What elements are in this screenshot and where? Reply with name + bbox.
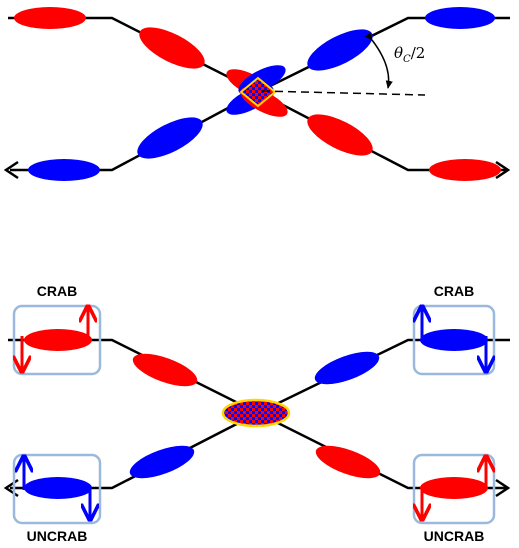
- bunch-blue: [137, 117, 203, 159]
- bunch-blue: [24, 477, 92, 499]
- crab-cavity-left: CRAB: [12, 283, 102, 376]
- overlap-region: [239, 76, 277, 108]
- bunch-red: [315, 445, 381, 479]
- bunch-blue: [28, 159, 100, 181]
- bunch-red: [24, 329, 92, 351]
- bunch-blue: [314, 351, 380, 385]
- crossing-angle-label: θC/2: [394, 44, 425, 65]
- bunch-red: [307, 114, 373, 156]
- crab-label-right: CRAB: [434, 283, 474, 299]
- bunch-red: [132, 353, 198, 387]
- crossing-angle-arc: [364, 32, 393, 89]
- crab-label-left: CRAB: [37, 283, 77, 299]
- cavity-box: [12, 453, 102, 525]
- left-arrowhead-top: [3, 160, 19, 180]
- crab-cavity-right: CRAB: [412, 283, 496, 376]
- bottom-diagram: CRAB CRAB UNCRAB UNCRAB: [3, 283, 511, 544]
- bunch-blue: [307, 29, 373, 71]
- bunch-blue: [129, 445, 195, 479]
- uncrab-cavity-right: UNCRAB: [412, 453, 496, 544]
- bunch-red: [14, 7, 86, 29]
- bunch-blue: [425, 7, 495, 29]
- cavity-box: [412, 453, 496, 525]
- reference-axis-dashed: [261, 90, 426, 96]
- right-arrowhead-top: [495, 160, 511, 180]
- bunch-blue: [420, 329, 488, 351]
- bunch-red: [139, 27, 205, 69]
- bunch-red: [420, 477, 488, 499]
- uncrab-cavity-left: UNCRAB: [12, 453, 102, 544]
- uncrab-label-right: UNCRAB: [424, 528, 485, 544]
- cavity-box: [12, 304, 102, 376]
- top-diagram: θC/2: [3, 7, 511, 181]
- right-arrowhead-bottom: [495, 478, 511, 498]
- overlap-region-crabbed: [221, 398, 291, 428]
- bunch-red: [429, 159, 501, 181]
- uncrab-label-left: UNCRAB: [27, 528, 88, 544]
- cavity-box: [412, 304, 496, 376]
